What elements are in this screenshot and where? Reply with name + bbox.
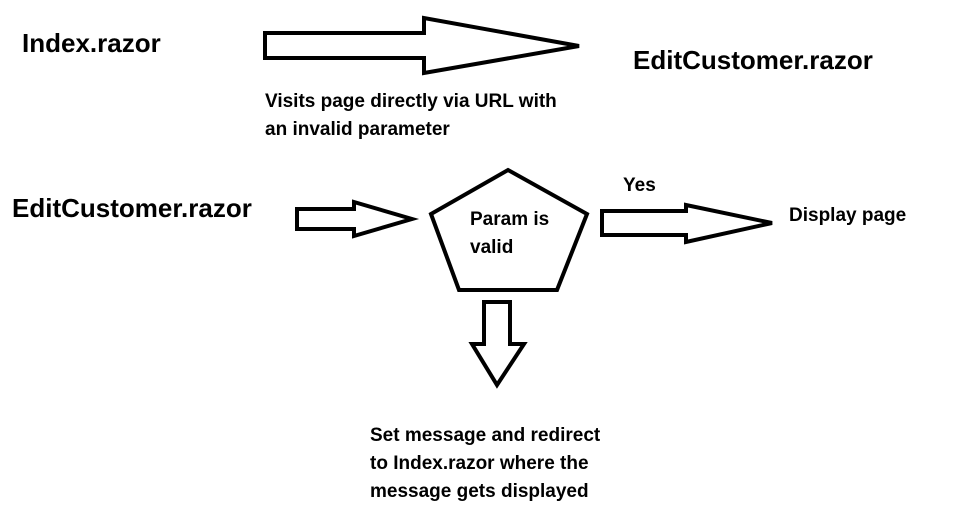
visit-note-line-2: an invalid parameter xyxy=(265,119,450,140)
visit-note-line-1: Visits page directly via URL with xyxy=(265,91,557,112)
arrow-index-to-edit xyxy=(263,15,580,76)
yes-label: Yes xyxy=(623,175,656,196)
redirect-note-line-1: Set message and redirect xyxy=(370,425,601,446)
decision-label: Param is valid xyxy=(470,206,549,262)
decision-label-line-1: Param is xyxy=(470,209,550,230)
redirect-note-line-2: to Index.razor where the xyxy=(370,453,589,474)
visit-note: Visits page directly via URL with an inv… xyxy=(265,88,557,144)
target-page-label: EditCustomer.razor xyxy=(633,45,873,75)
redirect-note: Set message and redirect to Index.razor … xyxy=(370,422,600,506)
redirect-note-line-3: message gets displayed xyxy=(370,481,589,502)
decision-pentagon xyxy=(428,167,590,292)
flow-start-label: EditCustomer.razor xyxy=(12,193,252,223)
arrow-into-decision xyxy=(295,199,420,239)
display-page-label: Display page xyxy=(789,205,907,226)
arrow-no-down xyxy=(468,300,528,389)
arrow-yes xyxy=(600,202,773,245)
decision-label-line-2: valid xyxy=(470,237,514,258)
source-page-label: Index.razor xyxy=(22,28,161,58)
